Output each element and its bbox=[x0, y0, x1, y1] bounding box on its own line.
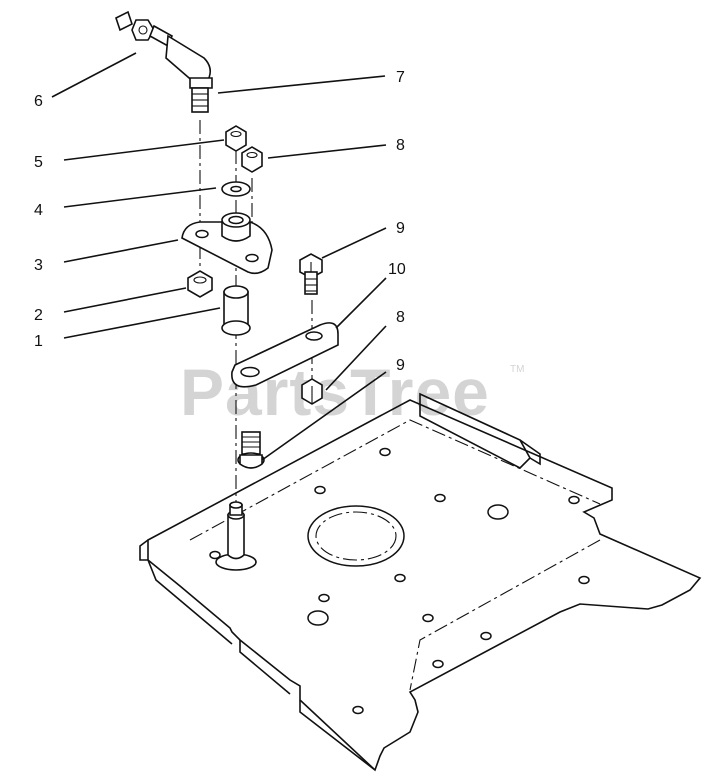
plate-hole bbox=[432, 659, 444, 669]
plate-hole bbox=[422, 613, 434, 623]
leader-lines bbox=[51, 52, 387, 461]
part-3-bracket bbox=[181, 212, 273, 275]
base-plate bbox=[139, 392, 702, 772]
callout-9-lower: 9 bbox=[396, 357, 405, 374]
callout-labels: 6 7 5 8 4 9 3 10 2 8 1 9 bbox=[34, 69, 406, 374]
pivot-stud bbox=[215, 501, 257, 571]
plate-hole bbox=[352, 705, 364, 715]
plate-hole bbox=[314, 485, 326, 495]
part-9-lower-bolt bbox=[237, 431, 265, 469]
callout-2: 2 bbox=[34, 307, 43, 324]
part-1-bushing bbox=[221, 285, 251, 336]
part-5-nut bbox=[225, 125, 247, 152]
plate-hole bbox=[578, 575, 590, 585]
watermark-trademark: TM bbox=[510, 364, 524, 375]
plate-hole bbox=[209, 550, 221, 560]
plate-hole bbox=[434, 493, 446, 503]
plate-hole bbox=[318, 593, 330, 603]
callout-5: 5 bbox=[34, 154, 43, 171]
part-10-link-plate bbox=[231, 322, 339, 388]
callout-1: 1 bbox=[34, 333, 43, 350]
callout-10: 10 bbox=[388, 261, 406, 278]
plate-hole bbox=[379, 447, 391, 457]
plate-hole bbox=[568, 495, 580, 505]
part-4-washer bbox=[221, 181, 251, 197]
part-8-upper-nut bbox=[241, 146, 263, 173]
part-6-7-ball-joint bbox=[115, 10, 213, 113]
plate-hole bbox=[487, 504, 509, 520]
callout-7: 7 bbox=[396, 69, 405, 86]
watermark-text: PartsTree bbox=[180, 355, 490, 429]
part-9-upper-bolt bbox=[299, 253, 323, 295]
callout-4: 4 bbox=[34, 202, 43, 219]
part-2-nut bbox=[187, 270, 213, 298]
plate-hole bbox=[394, 573, 406, 583]
plate-hole bbox=[480, 631, 492, 641]
plate-center-opening bbox=[307, 505, 405, 567]
callout-9-upper: 9 bbox=[396, 220, 405, 237]
plate-hole bbox=[307, 610, 329, 626]
callout-8-upper: 8 bbox=[396, 137, 405, 154]
part-8-lower-nut bbox=[301, 378, 323, 405]
callout-3: 3 bbox=[34, 257, 43, 274]
callout-8-lower: 8 bbox=[396, 309, 405, 326]
callout-6: 6 bbox=[34, 93, 43, 110]
